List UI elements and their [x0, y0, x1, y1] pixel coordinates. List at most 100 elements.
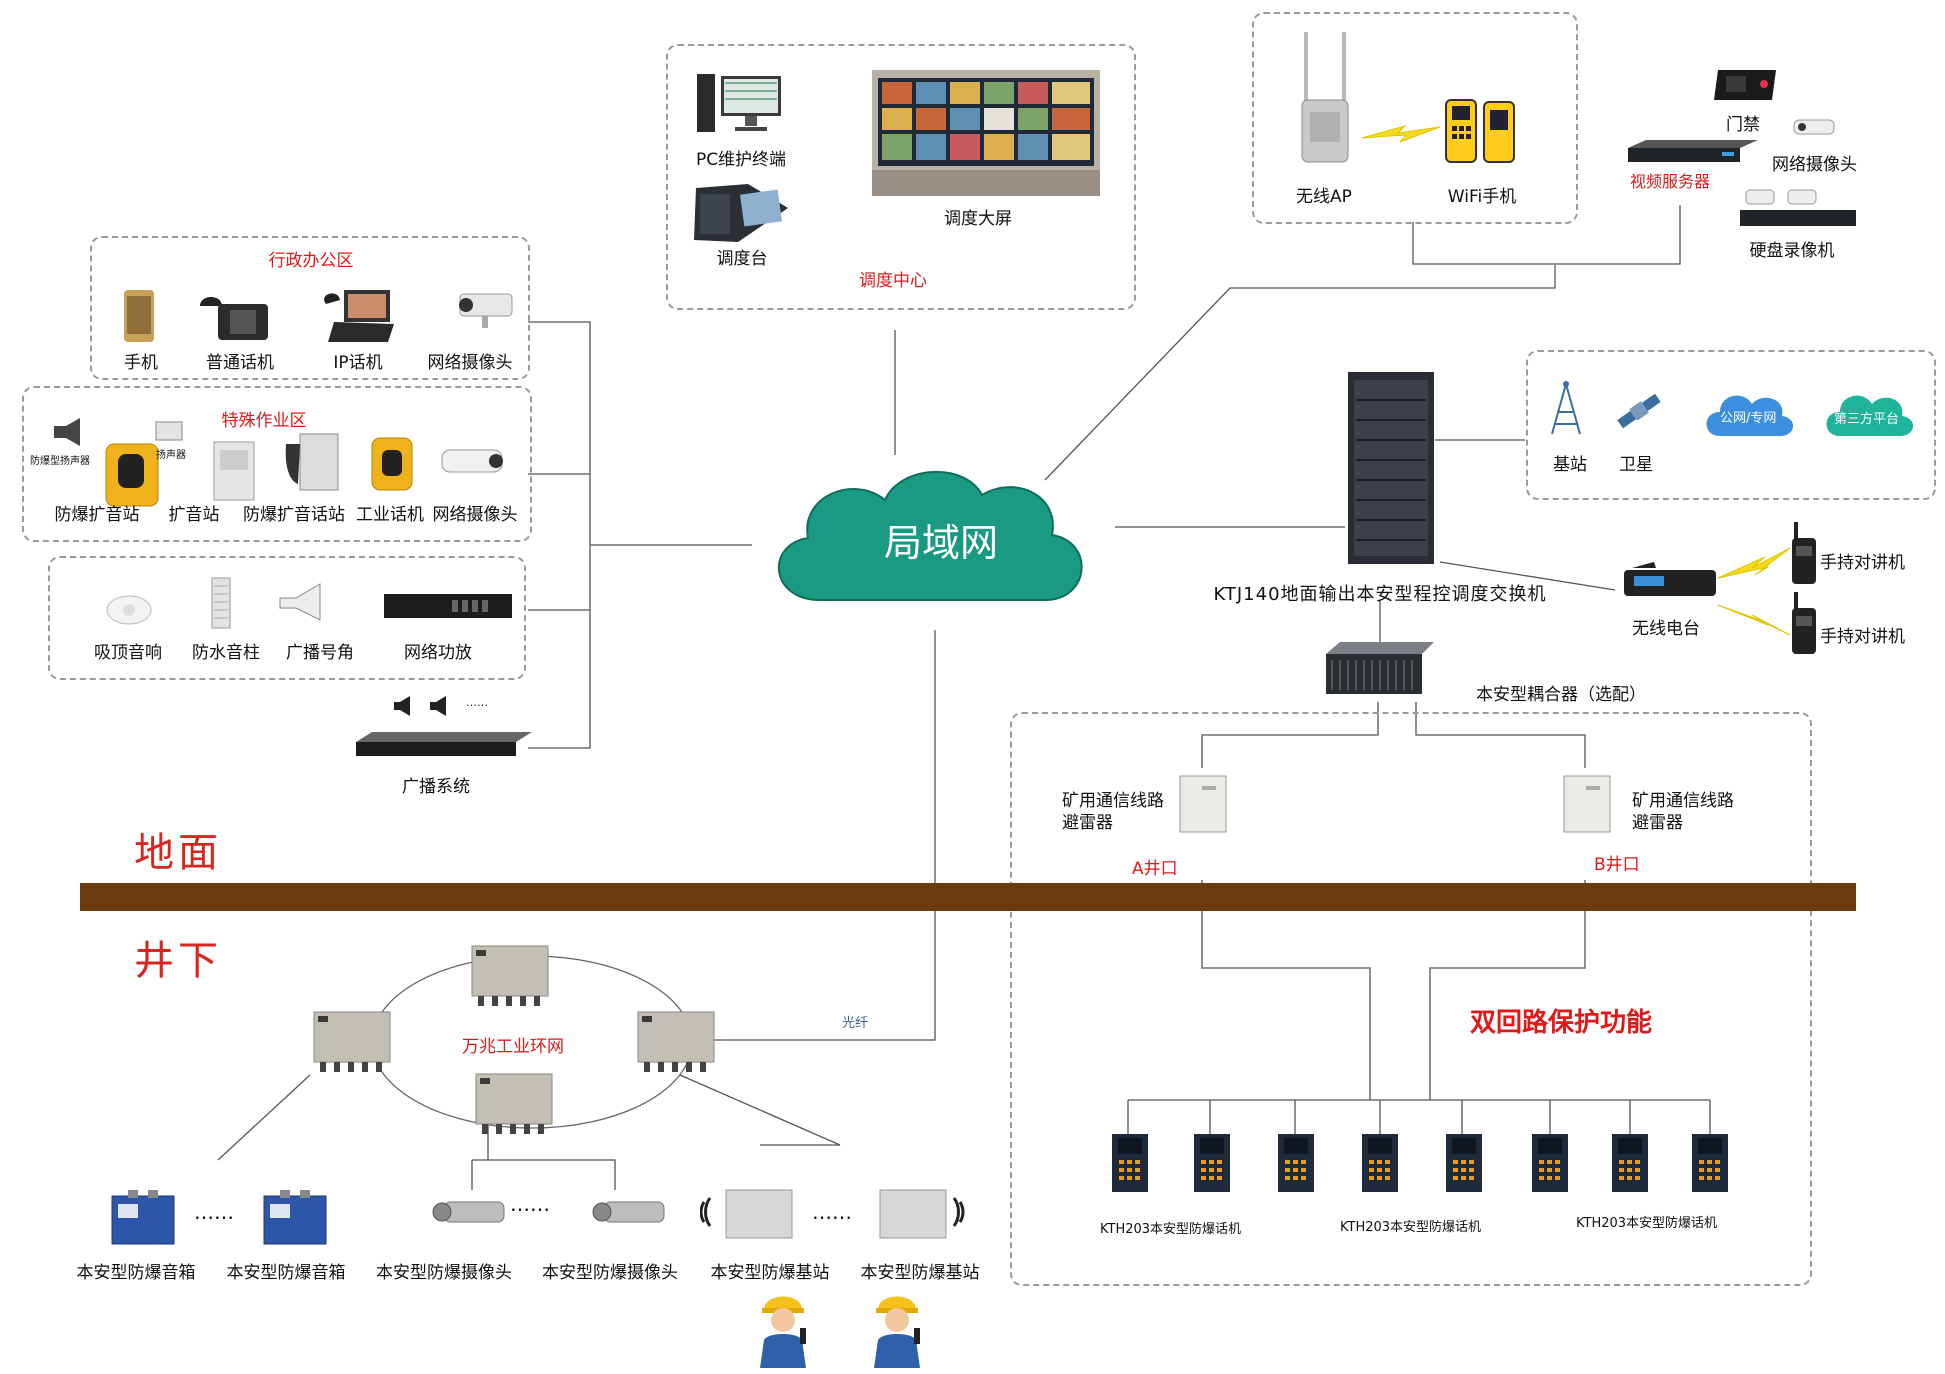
ex-speaker-box-icon-2	[263, 1190, 327, 1245]
ex-speaker-icon	[54, 418, 80, 446]
miner-icon-1	[760, 1296, 806, 1368]
arrester-a-label-1: 矿用通信线路	[1062, 791, 1164, 811]
pc-terminal-icon	[697, 74, 781, 132]
admin-item-camera: 网络摄像头	[427, 353, 513, 373]
wifi-phone-label: WiFi手机	[1447, 187, 1517, 207]
dual-loop-title: 双回路保护功能	[1470, 1008, 1653, 1038]
video-wall-icon	[872, 70, 1100, 196]
walkie-talkie-icon-2	[1792, 592, 1816, 654]
camera-ellipsis: ……	[510, 1192, 550, 1216]
ex-phone-icon-1	[1112, 1134, 1148, 1192]
ring-switch-icon-bottom	[475, 1073, 553, 1134]
walkie-talkie-label-2: 手持对讲机	[1820, 627, 1905, 647]
ex-phone-icon-5	[1446, 1134, 1482, 1192]
industrial-phone-icon	[371, 437, 413, 491]
miner-icon-2	[874, 1296, 920, 1368]
video-wall-label: 调度大屏	[944, 209, 1012, 229]
wireless-ap-label: 无线AP	[1296, 187, 1352, 207]
walkie-talkie-label-1: 手持对讲机	[1820, 553, 1905, 573]
satellite-icon	[1617, 393, 1661, 429]
admin-item-mobile: 手机	[124, 353, 158, 373]
underground-item-camera-1: 本安型防爆摄像头	[376, 1263, 512, 1283]
ring-switch-icon-right	[637, 1011, 715, 1072]
nvr-icon	[1740, 189, 1856, 226]
ring-switch-icon-top	[471, 945, 549, 1006]
network-amplifier-icon	[384, 594, 512, 618]
mobile-phone-icon	[124, 290, 154, 342]
special-small-label-1: 防爆型扬声器	[30, 456, 90, 467]
radio-station-icon	[1624, 562, 1716, 596]
coupler-icon	[1326, 642, 1434, 694]
third-party-cloud-icon	[1826, 395, 1914, 436]
special-small-label-2: 扬声器	[156, 450, 186, 461]
public-network-cloud-icon	[1706, 395, 1794, 436]
fiber-label: 光纤	[842, 1016, 869, 1031]
amplifier-station-icon	[213, 441, 255, 501]
broadcast-system-label: 广播系统	[402, 777, 470, 797]
phone-group-label-3: KTH203本安型防爆话机	[1576, 1216, 1718, 1231]
video-server-label: 视频服务器	[1630, 172, 1711, 191]
switch-label: KTJ140地面输出本安型程控调度交换机	[1213, 584, 1547, 605]
special-item-amp-station: 扩音站	[168, 505, 220, 525]
ex-speaker-box-icon-1	[111, 1190, 175, 1245]
underground-label: 井下	[134, 938, 222, 984]
admin-camera-icon	[459, 293, 513, 328]
base-station-ellipsis: ……	[812, 1200, 852, 1224]
external-item-base-station: 基站	[1553, 455, 1587, 475]
broadcast-system-icon	[356, 732, 532, 756]
wifi-phone-icon	[1445, 99, 1515, 163]
ex-amp-phone-station-icon	[285, 433, 339, 491]
network-camera-icon	[1793, 119, 1835, 135]
public-network-label: 公网/专网	[1720, 411, 1777, 426]
ip-phone-icon	[324, 290, 394, 342]
special-item-ex-amp-station: 防爆扩音站	[54, 505, 140, 525]
wireless-ap-icon	[1301, 32, 1349, 163]
access-control-label: 门禁	[1726, 115, 1760, 135]
arrester-b-label-2: 避雷器	[1632, 813, 1683, 833]
dispatch-console-label: 调度台	[716, 249, 768, 269]
phone-group-label-2: KTH203本安型防爆话机	[1340, 1220, 1482, 1235]
pc-terminal-label: PC维护终端	[695, 150, 787, 170]
admin-area-title: 行政办公区	[268, 251, 354, 271]
lan-cloud-icon	[777, 471, 1083, 601]
special-area-box	[22, 386, 532, 542]
ring-network-label: 万兆工业环网	[462, 1037, 564, 1057]
phone-group-label-1: KTH203本安型防爆话机	[1100, 1222, 1242, 1237]
ex-base-station-icon-2	[879, 1189, 965, 1239]
wifi-box	[1252, 12, 1578, 224]
radio-station-label: 无线电台	[1632, 619, 1700, 639]
special-camera-icon	[441, 449, 503, 473]
ex-phone-icon-6	[1532, 1134, 1568, 1192]
access-control-icon	[1714, 70, 1776, 100]
ex-phone-icon-2	[1194, 1134, 1230, 1192]
admin-area-box	[90, 236, 530, 380]
speaker-icon	[155, 421, 183, 441]
underground-item-base-2: 本安型防爆基站	[860, 1263, 980, 1283]
lightning-arrester-icon-b	[1563, 775, 1611, 833]
video-server-icon	[1628, 140, 1758, 162]
underground-item-speaker-2: 本安型防爆音箱	[226, 1263, 346, 1283]
broadcast-speakers-icon	[394, 696, 446, 716]
ex-phone-icon-4	[1362, 1134, 1398, 1192]
horn-speaker-icon	[279, 583, 321, 621]
dispatch-console-icon	[694, 184, 788, 242]
ex-camera-icon-1	[432, 1201, 505, 1223]
underground-item-base-1: 本安型防爆基站	[710, 1263, 830, 1283]
speaker-box-ellipsis: ……	[194, 1200, 234, 1224]
ground-level-bar	[80, 883, 1856, 911]
desk-phone-icon	[200, 297, 268, 340]
ring-switch-icon-left	[313, 1011, 391, 1072]
dispatch-switch-cabinet-icon	[1348, 372, 1434, 564]
admin-item-desk-phone: 普通话机	[206, 353, 274, 373]
base-station-icon	[1551, 381, 1581, 435]
surface-label: 地面	[134, 830, 222, 876]
broadcast-item-horn: 广播号角	[286, 643, 354, 663]
dispatch-center-title: 调度中心	[859, 271, 927, 291]
broadcast-item-amplifier: 网络功放	[404, 643, 472, 663]
ceiling-speaker-icon	[106, 595, 152, 625]
special-area-title: 特殊作业区	[221, 411, 307, 431]
video-camera-label: 网络摄像头	[1772, 155, 1857, 175]
waterproof-column-icon	[211, 577, 231, 629]
special-item-camera: 网络摄像头	[432, 505, 518, 525]
dispatch-center-box	[666, 44, 1136, 310]
